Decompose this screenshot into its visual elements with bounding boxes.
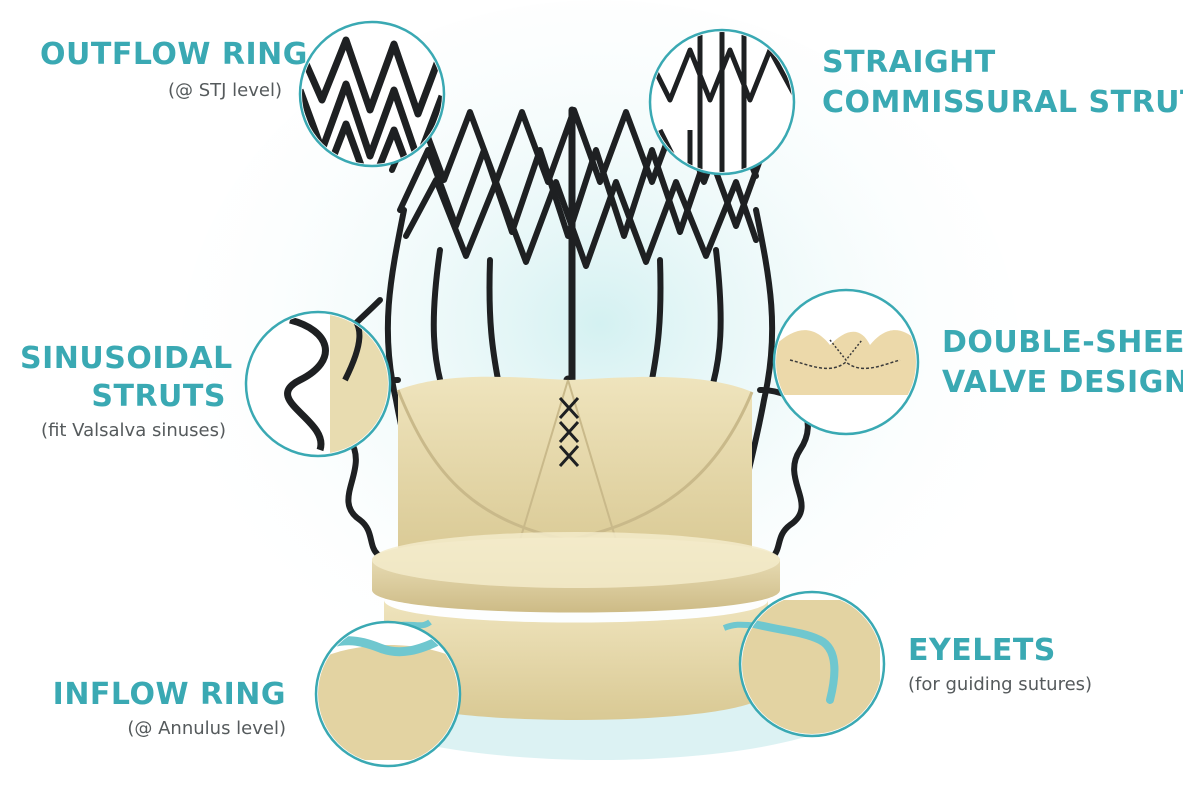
double-sheet-line1: DOUBLE-SHEET bbox=[942, 326, 1183, 360]
straight-commissural-line2: COMMISSURAL STRUTS bbox=[822, 86, 1183, 120]
sinusoidal-struts-sub: (fit Valsalva sinuses) bbox=[0, 420, 226, 441]
sinusoidal-struts-line1: SINUSOIDAL bbox=[20, 342, 226, 376]
eyelets-title: EYELETS bbox=[908, 634, 1056, 668]
callout-inflow-ring bbox=[316, 622, 460, 766]
outflow-ring-title: OUTFLOW RING bbox=[40, 38, 308, 72]
double-sheet-line2: VALVE DESIGN bbox=[942, 366, 1183, 400]
inflow-ring-title: INFLOW RING bbox=[40, 678, 286, 712]
sinusoidal-struts-line2: STRUTS bbox=[20, 380, 226, 414]
eyelets-sub: (for guiding sutures) bbox=[908, 674, 1092, 695]
outflow-ring-sub: (@ STJ level) bbox=[94, 80, 282, 101]
straight-commissural-line1: STRAIGHT bbox=[822, 46, 996, 80]
inflow-ring-sub: (@ Annulus level) bbox=[40, 718, 286, 739]
